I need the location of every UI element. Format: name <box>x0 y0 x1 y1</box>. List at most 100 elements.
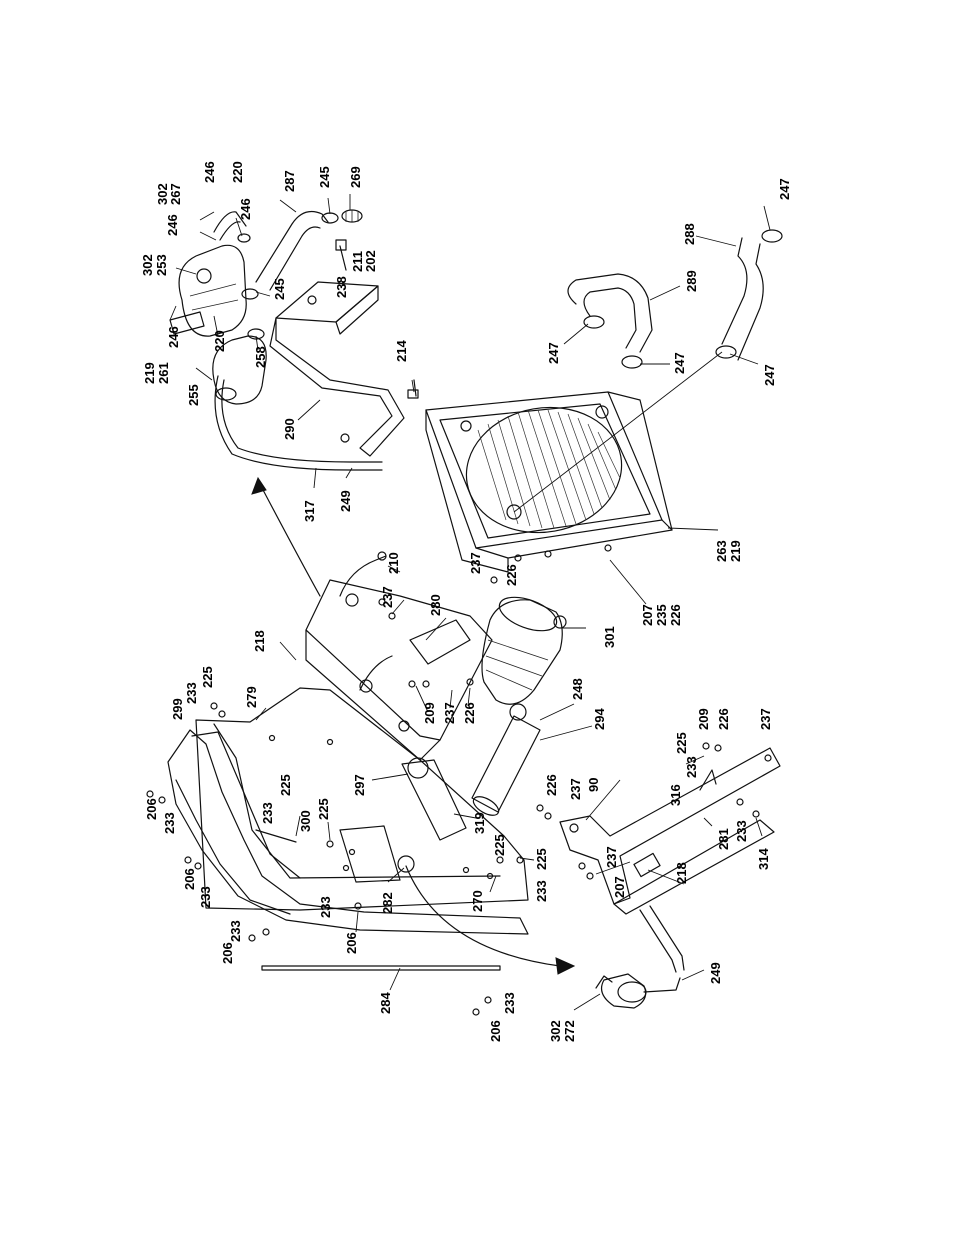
callout-299: 299 <box>170 698 185 720</box>
arrowhead-upper <box>251 476 267 495</box>
callout-237-e: 237 <box>758 708 773 730</box>
callout-233-e: 233 <box>198 886 213 908</box>
callout-226: 226 <box>668 604 683 626</box>
callout-294: 294 <box>592 708 607 730</box>
callout-233: 233 <box>184 682 199 704</box>
callout-202: 202 <box>363 250 378 272</box>
callout-245: 245 <box>317 166 332 188</box>
tank-bracket-drawing <box>269 239 419 457</box>
upper-hoses-drawing <box>213 209 363 300</box>
callout-233-g: 233 <box>534 880 549 902</box>
callout-237-c: 237 <box>442 702 457 724</box>
callout-220: 220 <box>230 161 245 183</box>
callout-319: 319 <box>472 812 487 834</box>
callout-287: 287 <box>282 170 297 192</box>
callout-225-e: 225 <box>674 732 689 754</box>
routing-arrow-lower <box>405 865 561 967</box>
callout-233-j: 233 <box>502 992 517 1014</box>
callout-237-f: 237 <box>604 846 619 868</box>
callout-300: 300 <box>298 810 313 832</box>
callout-280: 280 <box>428 594 443 616</box>
callout-237-b: 237 <box>380 586 395 608</box>
callout-225-c: 225 <box>316 798 331 820</box>
callout-210: 210 <box>386 552 401 574</box>
callout-214: 214 <box>394 340 409 362</box>
callout-258: 258 <box>253 346 268 368</box>
callout-207-b: 207 <box>612 876 627 898</box>
callout-labels: 302 267 246 220 287 245 269 246 246 302 … <box>140 161 792 1042</box>
callout-247: 247 <box>777 178 792 200</box>
bottom-strip-drawing <box>261 965 501 971</box>
callout-225: 225 <box>200 666 215 688</box>
callout-219: 219 <box>142 362 157 384</box>
callout-233-f: 233 <box>318 896 333 918</box>
callout-207: 207 <box>640 604 655 626</box>
callout-206-c: 206 <box>344 932 359 954</box>
callout-226-b: 226 <box>504 564 519 586</box>
callout-247-c: 247 <box>672 352 687 374</box>
callout-246-d: 246 <box>166 326 181 348</box>
callout-290: 290 <box>282 418 297 440</box>
callout-245-b: 245 <box>272 278 287 300</box>
leader-lines <box>169 194 771 1011</box>
callout-233-b: 233 <box>260 802 275 824</box>
callout-249: 249 <box>338 490 353 512</box>
callout-297: 297 <box>352 774 367 796</box>
callout-246-b: 246 <box>165 214 180 236</box>
callout-233-d: 233 <box>684 756 699 778</box>
callout-206-d: 206 <box>220 942 235 964</box>
callout-235: 235 <box>654 604 669 626</box>
callout-225-d: 225 <box>492 834 507 856</box>
radiator-hoses-drawing <box>567 229 783 369</box>
callout-267: 267 <box>168 183 183 205</box>
callout-269: 269 <box>348 166 363 188</box>
callout-261: 261 <box>156 362 171 384</box>
routing-arrow-upper <box>261 487 321 597</box>
callout-246-c: 246 <box>238 198 253 220</box>
callout-209-b: 209 <box>696 708 711 730</box>
hood-panel-drawing <box>195 687 529 911</box>
parts-drawing <box>146 194 783 1016</box>
callout-238: 238 <box>334 276 349 298</box>
callout-282: 282 <box>380 892 395 914</box>
callout-248: 248 <box>570 678 585 700</box>
callout-220-b: 220 <box>212 330 227 352</box>
callout-225-b: 225 <box>278 774 293 796</box>
center-bracket-drawing <box>305 551 493 761</box>
callout-255: 255 <box>186 384 201 406</box>
callout-272: 272 <box>562 1020 577 1042</box>
callout-288: 288 <box>682 223 697 245</box>
callout-247-b: 247 <box>546 342 561 364</box>
callout-226-c: 226 <box>462 702 477 724</box>
callout-249-b: 249 <box>708 962 723 984</box>
callout-302-b: 302 <box>140 254 155 276</box>
callout-246: 246 <box>202 161 217 183</box>
callout-211: 211 <box>350 251 365 272</box>
fuel-filter-drawing <box>595 905 685 1009</box>
callout-263: 263 <box>714 540 729 562</box>
callout-302: 302 <box>155 183 170 205</box>
air-cleaner-drawing <box>481 596 567 721</box>
callout-301: 301 <box>602 626 617 648</box>
callout-233-h: 233 <box>734 820 749 842</box>
callout-317: 317 <box>302 500 317 522</box>
callout-90: 90 <box>586 778 601 792</box>
callout-237: 237 <box>468 552 483 574</box>
callout-225-f: 225 <box>534 848 549 870</box>
callout-316: 316 <box>668 784 683 806</box>
callout-206-e: 206 <box>488 1020 503 1042</box>
callout-284: 284 <box>378 992 393 1014</box>
callout-289: 289 <box>684 270 699 292</box>
callout-206-b: 206 <box>182 868 197 890</box>
coolant-tank-drawing <box>169 244 247 337</box>
front-fascia-drawing <box>167 729 529 935</box>
callout-219-b: 219 <box>728 540 743 562</box>
callout-209: 209 <box>422 702 437 724</box>
callout-253: 253 <box>154 254 169 276</box>
hardware-drawing <box>146 576 760 1016</box>
arrowhead-lower <box>555 957 576 975</box>
callout-233-c: 233 <box>162 812 177 834</box>
callout-270: 270 <box>470 890 485 912</box>
callout-247-d: 247 <box>762 364 777 386</box>
